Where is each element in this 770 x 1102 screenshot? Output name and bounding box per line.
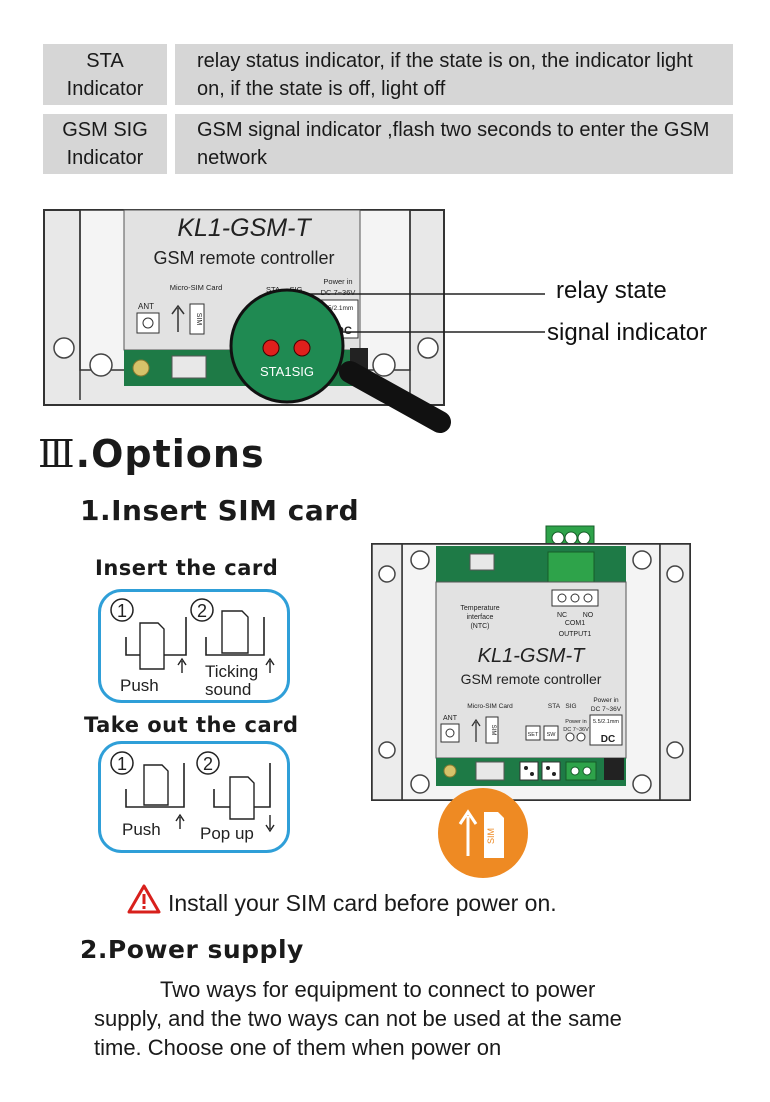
main-sim: SIM (490, 725, 496, 736)
insert-ticking: Ticking (205, 662, 258, 681)
main-model: KL1-GSM-T (478, 645, 586, 667)
main-power: Power in (593, 697, 619, 704)
main-range: DC 7~36V (591, 706, 622, 713)
main-ant: ANT (443, 715, 458, 722)
gsm-label-line1: GSM SIG (62, 119, 148, 141)
warning-text: Install your SIM card before power on. (168, 890, 557, 916)
sig-led (293, 339, 311, 357)
closeup-sim: SIM (195, 313, 202, 326)
callout-signal-indicator: signal indicator (547, 319, 707, 346)
insert-card-heading: Insert the card (95, 556, 279, 580)
table-row-1-label: STA Indicator (43, 44, 167, 105)
magnifier-label: STA1SIG (260, 364, 314, 379)
main-microsim: Micro-SIM Card (467, 703, 513, 710)
closeup-sta: STA (266, 285, 280, 294)
callout-relay-state: relay state (556, 277, 667, 304)
closeup-subtitle: GSM remote controller (153, 248, 334, 268)
main-com: COM1 (565, 620, 585, 627)
sim-badge (438, 788, 528, 878)
gsm-label-line2: Indicator (66, 147, 144, 169)
main-power2: Power in (565, 719, 586, 725)
sta-led (262, 339, 280, 357)
main-subtitle: GSM remote controller (461, 671, 602, 687)
insert-sim-title: 1.Insert SIM card (80, 494, 360, 527)
insert-push: Push (120, 676, 159, 695)
insert-card-box: 1 2 Push Ticking sound (98, 589, 290, 703)
takeout-card-box: 1 2 Push Pop up (98, 741, 290, 853)
insert-step1: 1 (117, 601, 127, 621)
closeup-microsim: Micro-SIM Card (170, 283, 223, 292)
para-line-1: Two ways for equipment to connect to pow… (160, 977, 596, 1002)
main-output: OUTPUT1 (559, 631, 592, 638)
closeup-jack: 5.5/2.1mm (323, 305, 354, 312)
main-sw: SW (547, 732, 557, 738)
main-temp1: Temperature (460, 605, 499, 612)
main-set: SET (528, 732, 539, 738)
sta-label-line2: Indicator (66, 77, 144, 100)
closeup-power: Power in (323, 277, 352, 286)
takeout-step1: 1 (117, 754, 127, 774)
main-jack: 5.5/2.1mm (593, 719, 619, 725)
insert-sound: sound (205, 680, 251, 699)
main-sig: SIG (565, 703, 576, 710)
main-sta: STA (548, 703, 561, 710)
power-supply-title: 2.Power supply (80, 935, 304, 964)
device-main-diagram: Temperature interface (NTC) NC NO COM1 O… (371, 525, 691, 878)
table-row-2-label: GSM SIG Indicator (43, 114, 167, 174)
section-heading: Ⅲ.Options (38, 432, 265, 476)
sta-label-line1: STA (86, 49, 124, 72)
main-no: NO (583, 612, 594, 619)
main-dc: DC (601, 734, 615, 745)
table-row-1-desc: relay status indicator, if the state is … (175, 44, 733, 105)
takeout-push: Push (122, 820, 161, 839)
para-line-3: time. Choose one of them when power on (94, 1035, 502, 1060)
section-numeral: Ⅲ (38, 432, 76, 476)
takeout-popup: Pop up (200, 824, 254, 843)
takeout-card-heading: Take out the card (84, 713, 299, 737)
closeup-model: KL1-GSM-T (177, 214, 312, 242)
main-temp3: (NTC) (470, 623, 489, 630)
section-title: .Options (75, 432, 265, 476)
table-row-2-desc: GSM signal indicator ,flash two seconds … (175, 114, 733, 174)
closeup-range: DC 7~36V (321, 288, 356, 297)
main-range2: DC 7~36V (563, 727, 589, 733)
main-temp2: interface (467, 614, 494, 621)
badge-sim-text: SIM (486, 828, 496, 844)
main-nc: NC (557, 612, 567, 619)
warning-icon (127, 884, 161, 914)
power-supply-paragraph: Two ways for equipment to connect to pow… (94, 975, 694, 1062)
para-line-2: supply, and the two ways can not be used… (94, 1006, 622, 1031)
closeup-ant: ANT (138, 302, 154, 311)
takeout-step2: 2 (203, 754, 213, 774)
device-closeup-diagram: KL1-GSM-T GSM remote controller Micro-SI… (43, 209, 707, 433)
insert-step2: 2 (197, 601, 207, 621)
